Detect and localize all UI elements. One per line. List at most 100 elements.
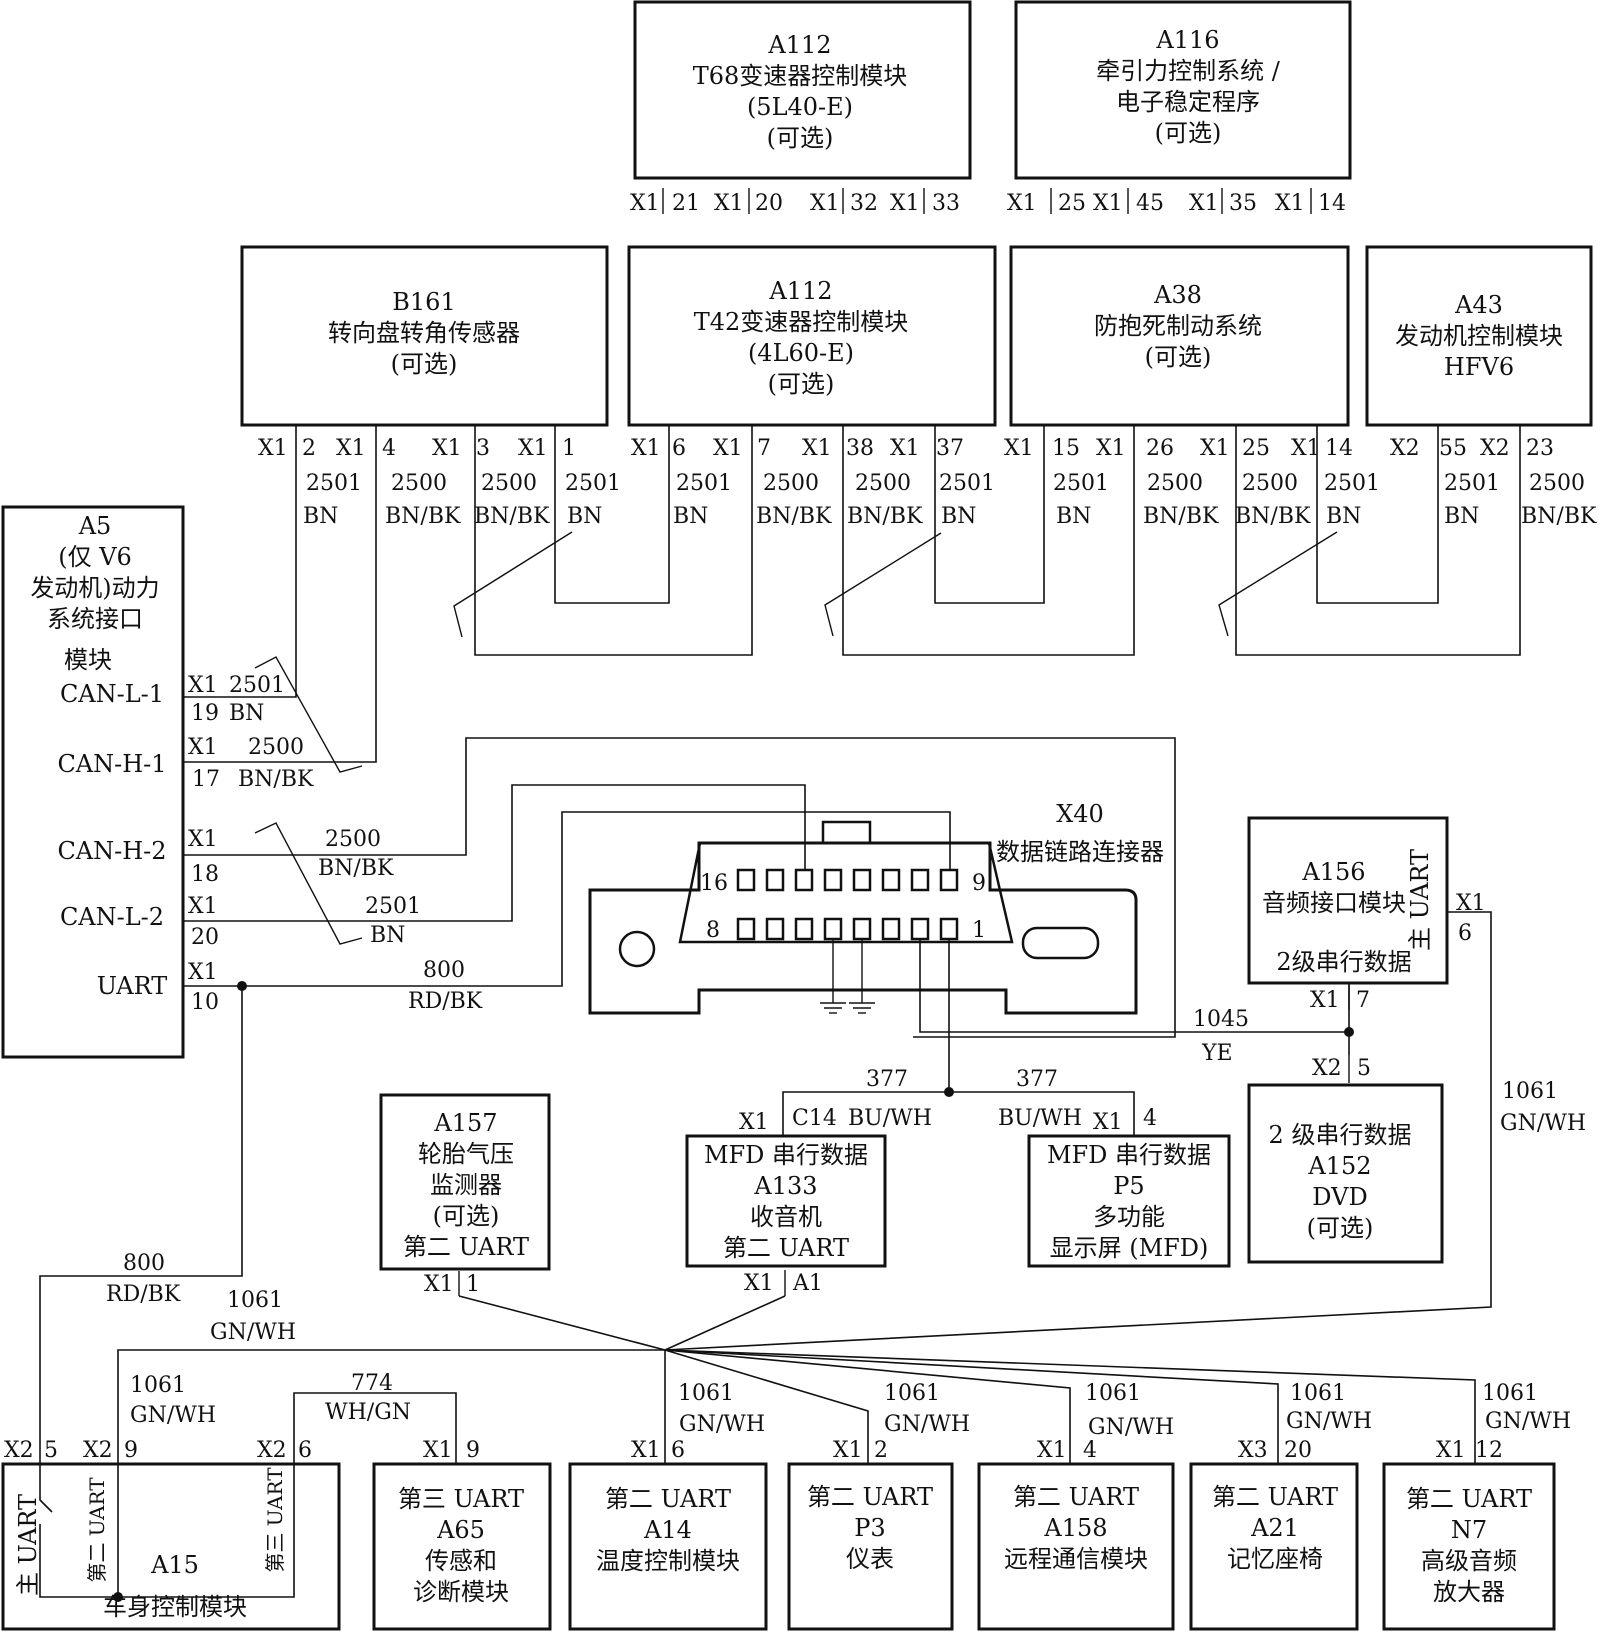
pin-label: X1 [1096, 436, 1126, 461]
pin-label: 37 [936, 436, 964, 461]
pin-label: X1 [631, 1438, 661, 1463]
pin-label: X2 [1312, 1056, 1342, 1081]
pin-label: 18 [191, 862, 219, 887]
pin-label: X1 [518, 436, 548, 461]
module-a14-line3: 温度控制模块 [596, 1547, 740, 1575]
pin-label: X1 [1004, 436, 1034, 461]
dlc-pin8-label: 8 [706, 918, 720, 943]
module-p3-line3: 仪表 [846, 1545, 894, 1573]
module-a112-t68-line2: T68变速器控制模块 [693, 62, 908, 90]
a5-pin-can-h1: CAN-H-1 [57, 750, 166, 778]
wire-number: 2501 [306, 471, 362, 496]
module-a112-t68: A112 T68变速器控制模块 (5L40-E) (可选) [633, 0, 972, 180]
pin-label: X1 [833, 1438, 863, 1463]
pin-label: X1 [1291, 436, 1321, 461]
module-a112-t42-line1: A112 [768, 277, 832, 305]
pin-label: 45 [1136, 191, 1164, 216]
pin-label: 10 [191, 990, 219, 1015]
pin-label: 19 [191, 701, 219, 726]
wire-number: 1061 [884, 1381, 940, 1406]
module-a112-t42-line3: (4L60-E) [748, 339, 854, 367]
pin-label: 12 [1475, 1438, 1503, 1463]
wire-number: 2500 [1242, 471, 1298, 496]
pin-label: 7 [757, 436, 771, 461]
connector-bottom-row: X2 5 X2 9 X2 6 X1 9 X1 6 X1 2 X1 4 X3 20… [4, 1438, 1503, 1463]
pin-label: 20 [755, 191, 783, 216]
connector-a5: X1 19 X1 17 X1 18 X1 20 X1 10 [188, 673, 220, 1015]
wire-number: 1061 [678, 1381, 734, 1406]
pin-label: X1 [258, 436, 288, 461]
module-a65-line4: 诊断模块 [413, 1578, 509, 1606]
module-a157-line3: 监测器 [430, 1171, 502, 1199]
a5-pin-uart: UART [97, 972, 167, 1000]
wire-number: 1061 [130, 1373, 186, 1398]
module-p3-line2: P3 [854, 1514, 885, 1542]
uart-wire-labels: 1061 GN/WH 800 RD/BK 1061 GN/WH 1061 GN/… [106, 1079, 1586, 1440]
a5-wire-labels: 2501 BN 2500 BN/BK 2500 BN/BK 2501 BN 80… [229, 673, 483, 1014]
module-n7-line3: 高级音频 [1421, 1547, 1517, 1575]
wire-number: 2500 [1529, 471, 1585, 496]
module-a158: 第二 UART A158 远程通信模块 [977, 1462, 1175, 1631]
module-a43-line1: A43 [1454, 291, 1503, 319]
module-b161-line3: (可选) [391, 350, 458, 378]
module-a5: A5 (仅 V6 发动机)动力 系统接口 模块 CAN-L-1 CAN-H-1 … [1, 505, 185, 1059]
wire-color: BN [303, 504, 338, 529]
wire-color: GN/WH [1286, 1409, 1372, 1434]
wire-color: WH/GN [325, 1400, 411, 1425]
module-p3: 第二 UART P3 仪表 [787, 1462, 954, 1631]
pin-label: 9 [466, 1438, 480, 1463]
module-a157: A157 轮胎气压 监测器 (可选) 第二 UART [379, 1093, 551, 1271]
connector-a116: X1 25 X1 45 X1 35 X1 14 [1007, 188, 1346, 216]
module-a116-line2: 牵引力控制系统 / [1096, 57, 1281, 85]
pin-label: X1 [336, 436, 366, 461]
pin-label: X1 [1037, 1438, 1067, 1463]
module-a156-side-label: 主 UART [1406, 849, 1434, 951]
module-a21-line3: 记忆座椅 [1227, 1545, 1323, 1573]
dlc-pin1-label: 1 [972, 918, 986, 943]
module-a5-line1: A5 [78, 512, 112, 540]
dlc-pin16-label: 16 [700, 871, 728, 896]
module-a133-line2: A133 [753, 1172, 817, 1200]
module-a158-line3: 远程通信模块 [1004, 1545, 1148, 1573]
pin-label: 23 [1526, 436, 1554, 461]
module-a15-side-third: 第三 UART [263, 1467, 287, 1573]
pin-label: 2 [874, 1438, 888, 1463]
module-a15-side-second: 第二 UART [85, 1477, 109, 1583]
module-p5-line1: MFD 串行数据 [1047, 1141, 1211, 1169]
wire-number: 1061 [1482, 1381, 1538, 1406]
wire-color: BN/BK [756, 504, 832, 529]
wire-number: 2500 [763, 471, 819, 496]
pin-label: 20 [191, 925, 219, 950]
wire-color: RD/BK [408, 989, 483, 1014]
module-n7: 第二 UART N7 高级音频 放大器 [1382, 1462, 1556, 1631]
pin-label: X1 [188, 673, 218, 698]
wire-number: 1045 [1193, 1007, 1249, 1032]
module-a156: A156 音频接口模块 2级串行数据 主 UART [1247, 816, 1449, 985]
module-a5-line3: 发动机)动力 [30, 574, 159, 602]
module-a152-line1: 2 级串行数据 [1269, 1121, 1412, 1149]
pin-label: X2 [83, 1438, 113, 1463]
wire-number: 2500 [481, 471, 537, 496]
splice-dot [944, 1087, 954, 1097]
wire-number: 1061 [1502, 1079, 1558, 1104]
pin-label: A1 [792, 1271, 823, 1296]
pin-label: 4 [382, 436, 396, 461]
pin-label: X2 [1480, 436, 1510, 461]
module-a21: 第二 UART A21 记忆座椅 [1189, 1462, 1359, 1631]
x40-subtitle: 数据链路连接器 [996, 838, 1164, 866]
module-a65-line3: 传感和 [425, 1547, 497, 1575]
pin-label: X2 [4, 1438, 34, 1463]
serial-wire-labels: 1045 YE 377 BU/WH 377 BU/WH [848, 1007, 1249, 1131]
splice-dot [113, 1592, 123, 1602]
dlc-pin9-label: 9 [972, 871, 986, 896]
wire-color: BN [567, 504, 602, 529]
connector-a133: X1 C14 X1 A1 [739, 1106, 837, 1296]
module-a38-line1: A38 [1153, 281, 1202, 309]
module-b161-line1: B161 [392, 288, 455, 316]
wire-color: BN [1444, 504, 1479, 529]
module-a38: A38 防抱死制动系统 (可选) [1009, 245, 1350, 427]
wire-color: GN/WH [210, 1320, 296, 1345]
pin-label: X1 [1200, 436, 1230, 461]
pin-label: 6 [298, 1438, 312, 1463]
uart-star-wires [39, 911, 1492, 1602]
